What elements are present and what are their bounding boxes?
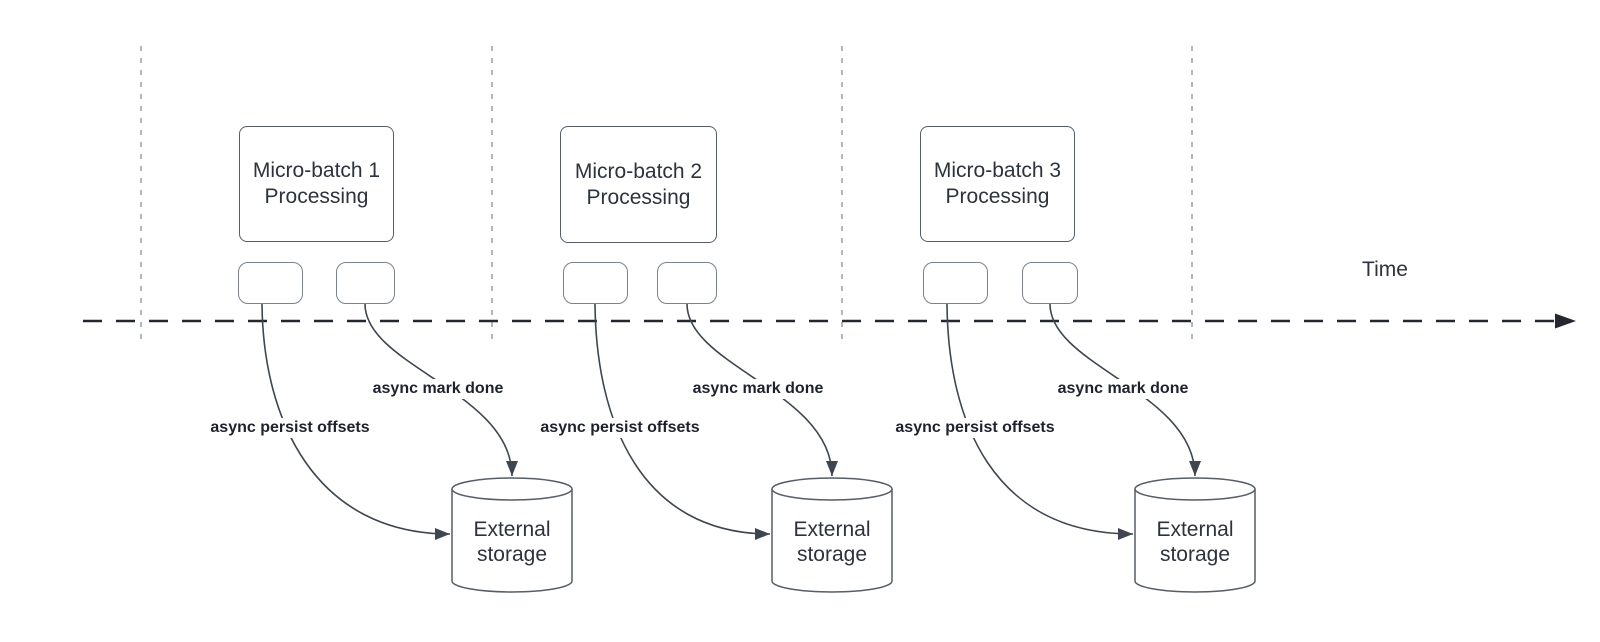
external-storage-label-3: External storage <box>1156 518 1234 566</box>
time-axis-arrowhead <box>1555 313 1576 329</box>
time-axis-label: Time <box>1362 258 1408 281</box>
persist-offsets-arrow-label-1: async persist offsets <box>207 418 373 438</box>
mark-done-task-box-1 <box>336 262 395 304</box>
persist-offsets-arrow-3 <box>946 303 1134 540</box>
processing-box-3: Micro-batch 3 Processing <box>920 126 1075 242</box>
persist-offsets-task-box-1 <box>238 262 303 304</box>
persist-offsets-arrow-label-3: async persist offsets <box>892 418 1058 438</box>
mark-done-task-box-2 <box>657 262 717 304</box>
persist-offsets-task-box-2 <box>563 262 628 304</box>
persist-offsets-arrow-2 <box>594 303 771 540</box>
external-storage-cylinder-2 <box>771 477 893 593</box>
mark-done-arrow-label-2: async mark done <box>689 379 827 399</box>
processing-box-label-1: Micro-batch 1 Processing <box>252 159 381 208</box>
processing-box-1: Micro-batch 1 Processing <box>239 126 394 242</box>
persist-offsets-task-box-3 <box>923 262 988 304</box>
external-storage-cylinder-3 <box>1134 477 1256 593</box>
processing-box-label-3: Micro-batch 3 Processing <box>933 159 1062 208</box>
external-storage-label-2: External storage <box>793 518 871 566</box>
mark-done-arrow-label-3: async mark done <box>1054 379 1192 399</box>
persist-offsets-arrow-1 <box>261 303 451 540</box>
processing-box-label-2: Micro-batch 2 Processing <box>574 159 703 209</box>
mark-done-task-box-3 <box>1022 262 1078 304</box>
external-storage-cylinder-1 <box>451 477 573 593</box>
persist-offsets-arrow-label-2: async persist offsets <box>537 418 703 438</box>
external-storage-label-1: External storage <box>473 518 551 566</box>
processing-box-2: Micro-batch 2 Processing <box>560 126 717 243</box>
mark-done-arrow-label-1: async mark done <box>369 379 507 399</box>
